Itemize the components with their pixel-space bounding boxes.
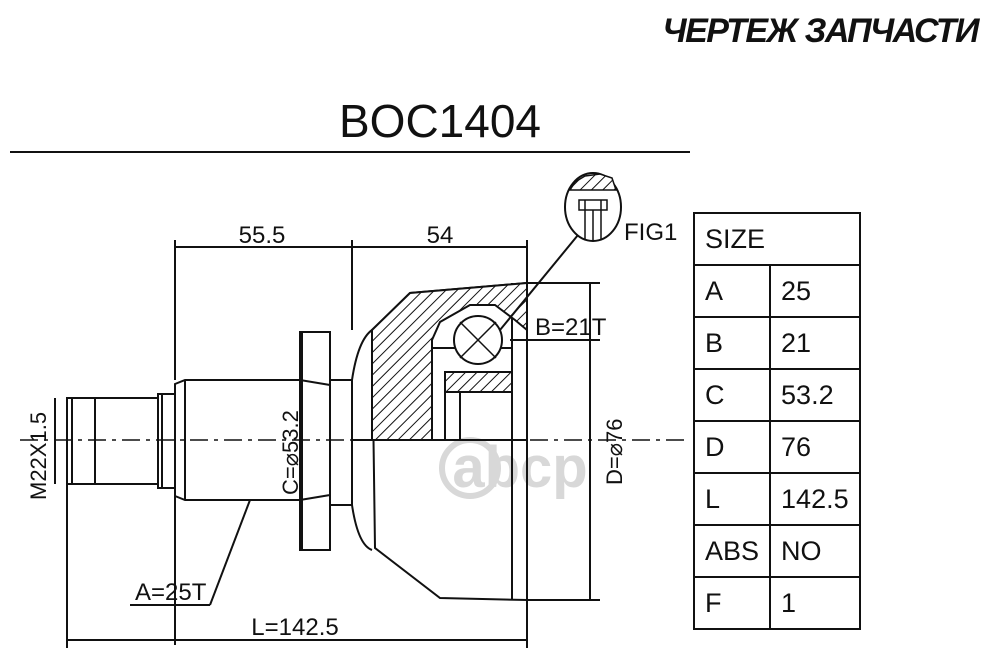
spec-key: F [692, 576, 772, 630]
spec-table-title: SIZE [693, 212, 861, 266]
spec-key: C [692, 368, 772, 422]
spec-row: C 53.2 [692, 368, 861, 422]
spec-row: B 21 [692, 316, 861, 370]
spec-value: 25 [769, 264, 861, 318]
label-b: B=21T [535, 314, 607, 341]
label-a: A=25T [135, 579, 207, 606]
watermark-logo: abcp [439, 435, 588, 500]
watermark-text: abcp [452, 435, 587, 500]
spec-value: 76 [769, 420, 861, 474]
label-d: D=⌀76 [602, 419, 627, 485]
spec-row: ABS NO [692, 524, 861, 578]
spec-key: L [692, 472, 772, 526]
label-c: C=⌀53.2 [278, 410, 303, 495]
fig1-detail [499, 172, 622, 331]
cv-joint-drawing: BOC1404 abcp [10, 95, 690, 648]
header-brand: ЧЕРТЕЖ ЗАПЧАСТИ [662, 12, 980, 50]
spec-value: 1 [769, 576, 861, 630]
spec-table: SIZE A 25 B 21 C 53.2 D 76 L 142.5 ABS N… [692, 212, 861, 630]
spec-key: B [692, 316, 772, 370]
spec-row: F 1 [692, 576, 861, 630]
spec-value: 53.2 [769, 368, 861, 422]
spec-key: D [692, 420, 772, 474]
cage-section-hatch [444, 371, 513, 393]
spec-value: 21 [769, 316, 861, 370]
spec-row: A 25 [692, 264, 861, 318]
dim-top-right: 54 [427, 222, 454, 249]
label-length: L=142.5 [251, 614, 338, 641]
housing-section-hatch [371, 281, 528, 441]
spec-value: 142.5 [769, 472, 861, 526]
spec-value: NO [769, 524, 861, 578]
dim-top-left: 55.5 [239, 222, 286, 249]
label-thread: M22X1.5 [26, 412, 51, 500]
spec-row: L 142.5 [692, 472, 861, 526]
spec-table-header: SIZE [693, 212, 861, 266]
spec-key: ABS [692, 524, 772, 578]
spec-row: D 76 [692, 420, 861, 474]
spec-key: A [692, 264, 772, 318]
fig1-label: FIG1 [624, 219, 677, 246]
part-number: BOC1404 [339, 95, 541, 147]
